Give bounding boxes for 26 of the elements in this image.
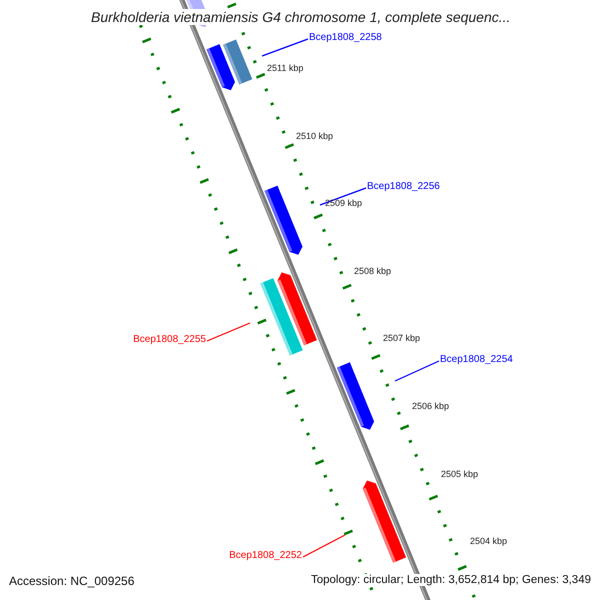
scale-label: 2508 kbp bbox=[354, 266, 392, 276]
gene-bar bbox=[362, 480, 406, 563]
gene-label: Bcep1808_2252 bbox=[229, 550, 302, 562]
gene-bar bbox=[223, 40, 252, 84]
leader-line bbox=[302, 534, 346, 558]
gene-label: Bcep1808_2254 bbox=[440, 354, 513, 366]
scale-label: 2504 kbp bbox=[470, 536, 508, 546]
gene-label: Bcep1808_2256 bbox=[367, 181, 440, 193]
gene-label: Bcep1808_2255 bbox=[133, 334, 206, 346]
genome-info-text: Topology: circular; Length: 3,652,814 bp; Genes: 3,349 bbox=[310, 574, 591, 586]
title: Burkholderia vietnamiensis G4 chromosome 1, complete sequenc... bbox=[91, 9, 510, 25]
scale-label: 2507 kbp bbox=[383, 333, 420, 344]
leader-line bbox=[206, 322, 250, 342]
scale-label: 2506 kbp bbox=[412, 401, 450, 411]
leader-line bbox=[320, 187, 366, 206]
gene-bar bbox=[260, 278, 303, 356]
gene-bar bbox=[264, 186, 302, 255]
gene-bar bbox=[336, 362, 374, 430]
leader-line bbox=[394, 360, 440, 382]
scale-label: 2505 kbp bbox=[441, 468, 478, 479]
scale-label: 2510 kbp bbox=[296, 130, 334, 141]
accession-text: Accession: NC_009256 bbox=[9, 574, 134, 588]
gene-label: Bcep1808_2258 bbox=[309, 32, 382, 44]
scale-label: 2511 kbp bbox=[267, 63, 304, 73]
leader-line bbox=[262, 38, 308, 57]
scale-label: 2509 kbp bbox=[325, 198, 362, 208]
